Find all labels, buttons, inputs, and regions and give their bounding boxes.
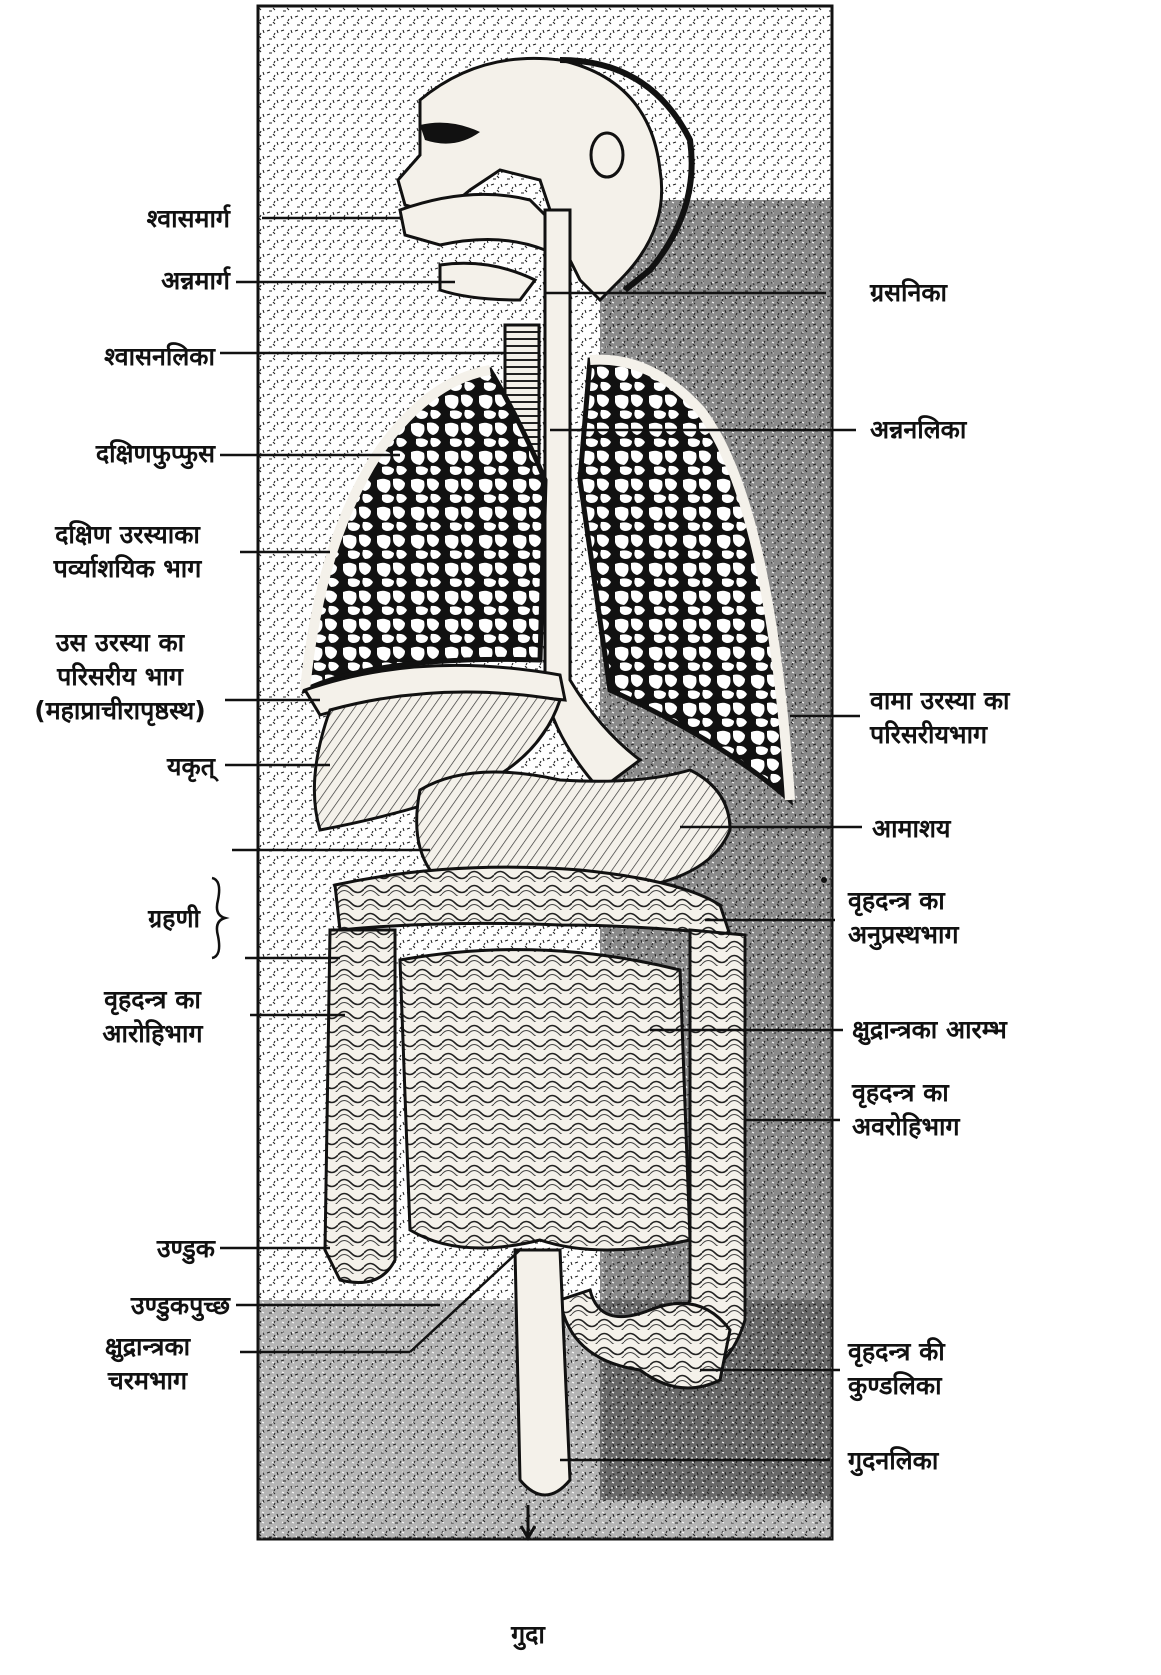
label-aarohi: वृहदन्त्र का आरोहिभाग	[60, 983, 245, 1051]
label-aarohi-line1: वृहदन्त्र का	[60, 983, 245, 1017]
label-avarohi-line1: वृहदन्त्र का	[852, 1076, 1082, 1110]
label-yakrit: यकृत्	[100, 750, 215, 784]
label-amashay: आमाशय	[872, 812, 1052, 846]
label-gudanalika: गुदनलिका	[848, 1444, 1048, 1478]
label-dakshin-urasya: दक्षिण उरस्याका पर्व्याशयिक भाग	[15, 518, 240, 586]
label-us-urasya-line1: उस उरस्या का	[0, 626, 240, 660]
label-vama-urasya-line2: परिसरीयभाग	[870, 718, 1115, 752]
label-vama-urasya: वामा उरस्या का परिसरीयभाग	[870, 684, 1115, 752]
rectum-shape	[515, 1250, 570, 1495]
label-us-urasya: उस उरस्या का परिसरीय भाग (महाप्राचीरापृष…	[0, 626, 240, 728]
label-shwasanalika: श्वासनलिका	[40, 340, 215, 374]
label-grahani: ग्रहणी	[80, 902, 200, 936]
label-aarohi-line2: आरोहिभाग	[60, 1017, 245, 1051]
label-kshudra-charam: क्षुद्रान्त्रका चरमभाग	[60, 1330, 235, 1398]
label-dakshin-urasya-line1: दक्षिण उरस्याका	[15, 518, 240, 552]
label-annamarg: अन्नमार्ग	[60, 264, 230, 298]
label-kshudra-charam-line1: क्षुद्रान्त्रका	[60, 1330, 235, 1364]
label-us-urasya-line3: (महाप्राचीरापृष्ठस्थ)	[0, 694, 240, 728]
label-grasanika: ग्रसनिका	[870, 276, 1050, 310]
label-dakshin-urasya-line2: पर्व्याशयिक भाग	[15, 552, 240, 586]
label-kundalika-line1: वृहदन्त्र की	[848, 1335, 1078, 1369]
label-kshudra-arambh: क्षुद्रान्त्रका आरम्भ	[852, 1013, 1132, 1047]
label-avarohi: वृहदन्त्र का अवरोहिभाग	[852, 1076, 1082, 1144]
dot-mark	[821, 877, 827, 883]
small-intestine-shape	[400, 950, 690, 1250]
label-dakshinphuphphus: दक्षिणफुप्फुस	[20, 437, 215, 471]
label-shwasamarg: श्वासमार्ग	[60, 202, 230, 236]
label-us-urasya-line2: परिसरीय भाग	[0, 660, 240, 694]
label-guda: गुदा	[478, 1618, 578, 1652]
label-avarohi-line2: अवरोहिभाग	[852, 1110, 1082, 1144]
label-kundalika-line2: कुण्डलिका	[848, 1369, 1078, 1403]
label-anuprasth-line2: अनुप्रस्थभाग	[848, 918, 1078, 952]
label-undukka: उण्डुक	[90, 1232, 215, 1266]
label-kundalika: वृहदन्त्र की कुण्डलिका	[848, 1335, 1078, 1403]
label-anuprasth-line1: वृहदन्त्र का	[848, 884, 1078, 918]
ascending-colon-shape	[325, 930, 395, 1283]
label-vama-urasya-line1: वामा उरस्या का	[870, 684, 1115, 718]
label-kshudra-charam-line2: चरमभाग	[60, 1364, 235, 1398]
label-annanalika: अन्ननलिका	[870, 413, 1050, 447]
label-undukpuchh: उण्डुकपुच्छ	[60, 1289, 230, 1323]
label-anuprasth: वृहदन्त्र का अनुप्रस्थभाग	[848, 884, 1078, 952]
